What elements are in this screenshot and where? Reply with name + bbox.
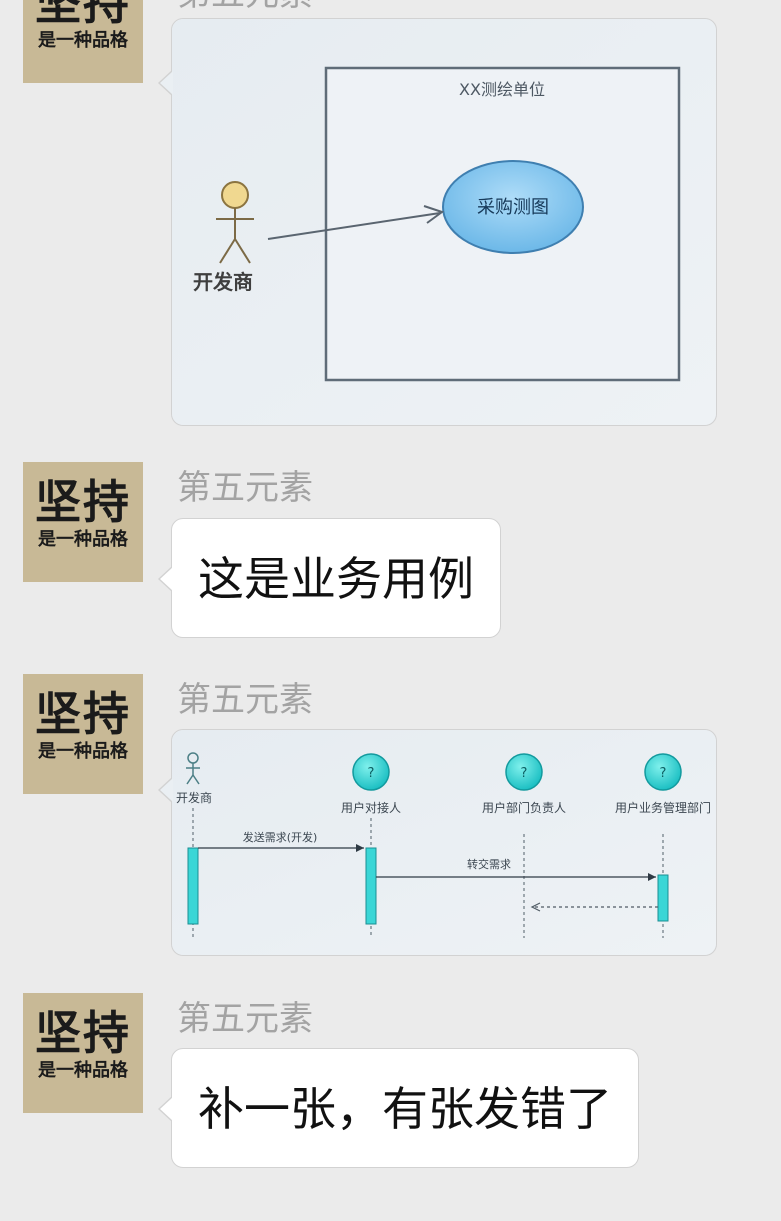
activation-1 (187, 847, 199, 925)
svg-text:?: ? (660, 766, 667, 781)
avatar[interactable]: 坚持 是一种品格 (23, 993, 143, 1113)
svg-text:?: ? (368, 766, 375, 781)
avatar[interactable]: 坚持 是一种品格 (23, 0, 143, 83)
usecase-ellipse (442, 160, 584, 254)
text-bubble[interactable]: 这是业务用例 (158, 518, 501, 638)
sender-name: 第五元素 (177, 680, 313, 720)
avatar[interactable]: 坚持 是一种品格 (23, 674, 143, 794)
lifeline-1 (186, 752, 200, 785)
lifeline-4-label: 用户业务管理部门 (615, 800, 711, 815)
actor-label: 开发商 (193, 270, 253, 294)
bubble-tail (158, 566, 173, 592)
lifeline-1-label: 开发商 (176, 790, 212, 805)
avatar[interactable]: 坚持 是一种品格 (23, 462, 143, 582)
sequence-diagram-image: 开发商 ? 用户对接人 ? 用户部门负责人 ? 用户业务管理部门 发送需求(开发… (172, 730, 716, 955)
avatar-small-text: 是一种品格 (38, 529, 128, 550)
usecase-diagram-image: XX测绘单位 采购测图 开发商 (172, 19, 716, 425)
message-text: 这是业务用例 (198, 552, 474, 606)
avatar-small-text: 是一种品格 (38, 741, 128, 762)
system-label: XX测绘单位 (459, 80, 545, 99)
message-text: 补一张，有张发错了 (198, 1082, 612, 1136)
association-line (267, 212, 441, 240)
activation-2 (365, 847, 377, 925)
bubble-tail (158, 70, 173, 96)
image-bubble-sequence[interactable]: 开发商 ? 用户对接人 ? 用户部门负责人 ? 用户业务管理部门 发送需求(开发… (158, 729, 717, 956)
usecase-label: 采购测图 (477, 197, 549, 218)
seq-message-1-label: 发送需求(开发) (243, 830, 318, 844)
avatar-big-text: 坚持 (35, 1006, 131, 1060)
avatar-small-text: 是一种品格 (38, 1060, 128, 1081)
sender-name: 第五元素 (177, 468, 313, 508)
lifeline-2-head (352, 753, 390, 791)
lifeline-3-head (505, 753, 543, 791)
svg-text:?: ? (521, 766, 528, 781)
avatar-big-text: 坚持 (35, 475, 131, 529)
bubble-tail (158, 1096, 173, 1122)
association-arrowhead (423, 205, 445, 224)
sender-name: 第五元素 (177, 999, 313, 1039)
image-bubble-usecase[interactable]: XX测绘单位 采购测图 开发商 (158, 18, 717, 426)
avatar-small-text: 是一种品格 (38, 30, 128, 51)
sender-name: 第五元素 (177, 0, 313, 14)
activation-4 (657, 874, 669, 922)
bubble-tail (158, 777, 173, 803)
lifeline-3-label: 用户部门负责人 (482, 800, 566, 815)
lifeline-4-head (644, 753, 682, 791)
seq-message-2-label: 转交需求 (467, 857, 511, 871)
avatar-big-text: 坚持 (35, 0, 131, 30)
actor-figure (216, 181, 254, 264)
text-bubble[interactable]: 补一张，有张发错了 (158, 1048, 639, 1168)
avatar-big-text: 坚持 (35, 687, 131, 741)
lifeline-2-label: 用户对接人 (341, 800, 401, 815)
